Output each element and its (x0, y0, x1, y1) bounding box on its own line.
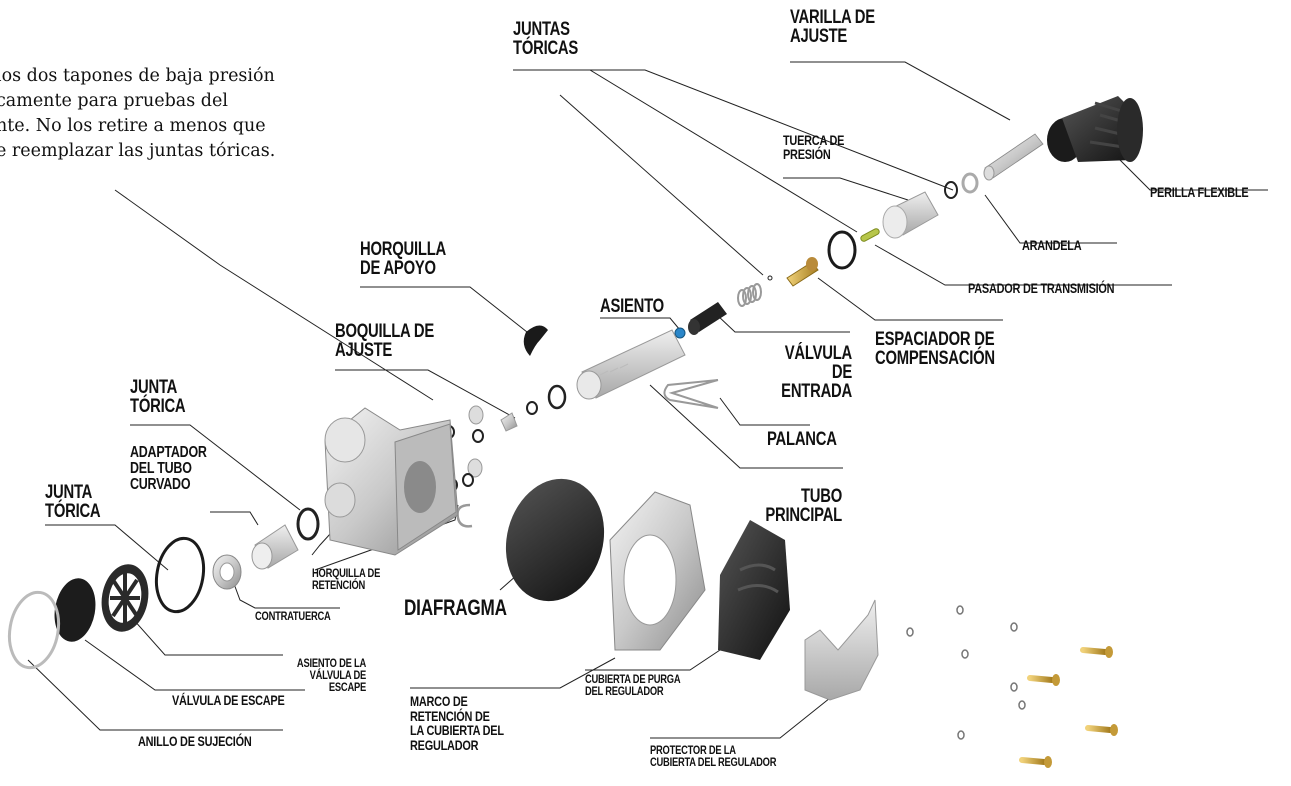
brass-screws (1019, 646, 1118, 768)
o-ring-boquilla-1 (547, 384, 567, 410)
leader-adaptador (210, 511, 259, 526)
label-horquilla-de-retencion: HORQUILLA DE RETENCIÓN (312, 566, 381, 592)
label-contratuerca: CONTRATUERCA (255, 609, 331, 623)
leader-pasador (874, 244, 1172, 286)
label-junta-torica-mid: JUNTA TÓRICA (130, 377, 186, 417)
espaciador-part (786, 257, 819, 287)
label-marco-de-retencion: MARCO DE RETENCIÓN DE LA CUBIERTA DEL RE… (410, 693, 504, 754)
label-tuerca-de-presion: TUERCA DE PRESIÓN (783, 132, 845, 162)
leader-horquilla-apoyo (360, 286, 528, 333)
label-junta-torica-left: JUNTA TÓRICA (45, 482, 101, 522)
leader-marco (410, 657, 616, 689)
asiento-valvula-escape-part (101, 564, 149, 632)
leader-protector (650, 689, 841, 739)
label-horquilla-de-apoyo: HORQUILLA DE APOYO (360, 239, 446, 279)
leader-juntas-toricas-3 (559, 94, 764, 276)
label-perilla-flexible: PERILLA FLEXIBLE (1150, 184, 1249, 200)
arandela-part (961, 172, 979, 194)
label-pasador-de-transmision: PASADOR DE TRANSMISIÓN (968, 280, 1115, 296)
asiento-part (674, 327, 686, 339)
diafragma-part (505, 478, 605, 602)
label-arandela: ARANDELA (1022, 237, 1082, 253)
cubierta-de-purga-part (718, 520, 790, 660)
main-body-part (324, 407, 459, 556)
small-washers (906, 605, 1026, 740)
leader-arandela (984, 194, 1117, 244)
protector-de-la-cubierta-part (804, 599, 879, 701)
label-varilla-de-ajuste: VARILLA DE AJUSTE (790, 7, 875, 47)
pasador-de-transmision-part (860, 228, 880, 242)
horquilla-de-apoyo-part (523, 325, 548, 356)
boquilla-de-ajuste-part (500, 412, 518, 432)
leader-valvula-escape (84, 639, 305, 691)
leader-junta-left (45, 524, 169, 571)
anillo-de-sujecion-part (7, 590, 61, 670)
o-ring-small (944, 181, 958, 199)
label-palanca: PALANCA (767, 429, 837, 450)
tiny-o-ring (767, 275, 773, 281)
label-asiento: ASIENTO (600, 296, 664, 317)
leader-tubo (649, 384, 843, 469)
perilla-flexible-part (1047, 96, 1143, 162)
junta-torica-mid-part (296, 507, 320, 541)
leader-varilla (790, 61, 1011, 121)
label-cubierta-de-purga: CUBIERTA DE PURGA DEL REGULADOR (585, 672, 681, 698)
leader-juntas-toricas-2 (590, 69, 954, 191)
label-asiento-de-la-valvula-de-escape: ASIENTO DE LA VÁLVULA DE ESCAPE (296, 656, 366, 694)
spring-part (737, 283, 762, 307)
adaptador-part (251, 524, 299, 570)
leader-palanca (719, 397, 810, 426)
o-ring-boquilla-2 (526, 401, 538, 415)
tuerca-de-presion-part (882, 191, 939, 239)
palanca-part (663, 379, 719, 409)
junta-torica-left-part (154, 536, 206, 614)
label-anillo-de-sujecion: ANILLO DE SUJECIÓN (138, 733, 252, 749)
label-diafragma: DIAFRAGMA (404, 595, 507, 620)
label-juntas-toricas-top: JUNTAS TÓRICAS (513, 19, 579, 59)
leader-espaciador (817, 277, 1003, 321)
label-boquilla-de-ajuste: BOQUILLA DE AJUSTE (335, 321, 434, 361)
valvula-de-entrada-part (688, 302, 727, 335)
leader-asiento (600, 317, 681, 331)
valvula-de-escape-part (54, 578, 96, 642)
label-protector-de-la-cubierta: PROTECTOR DE LA CUBIERTA DEL REGULADOR (650, 743, 777, 769)
leader-asiento-escape (124, 609, 283, 656)
leader-boquilla (335, 369, 516, 419)
label-valvula-de-escape: VÁLVULA DE ESCAPE (172, 692, 285, 708)
leader-junta-mid (130, 424, 301, 511)
tubo-principal-part (576, 329, 686, 400)
o-ring-plug-3 (462, 473, 474, 487)
leader-tuerca (783, 177, 909, 201)
label-valvula-de-entrada: VÁLVULA DE ENTRADA (781, 343, 852, 402)
horquilla-de-retencion-part (456, 503, 473, 528)
label-tubo-principal: TUBO PRINCIPAL (765, 486, 842, 526)
leader-note (114, 189, 434, 401)
leader-valvula-entrada (716, 314, 850, 333)
o-ring-large (827, 230, 857, 270)
leader-anillo (27, 659, 283, 731)
low-pressure-plug-1 (468, 405, 484, 425)
low-pressure-plug-2 (467, 458, 483, 478)
marco-de-retencion-part (609, 491, 706, 651)
label-espaciador-de-compensacion: ESPACIADOR DE COMPENSACIÓN (875, 329, 995, 369)
low-pressure-plug-note: los dos tapones de baja presión camente … (0, 66, 276, 161)
varilla-de-ajuste-part (983, 133, 1044, 181)
o-ring-plug-1 (472, 429, 484, 443)
label-adaptador-del-tubo-curvado: ADAPTADOR DEL TUBO CURVADO (130, 444, 207, 493)
